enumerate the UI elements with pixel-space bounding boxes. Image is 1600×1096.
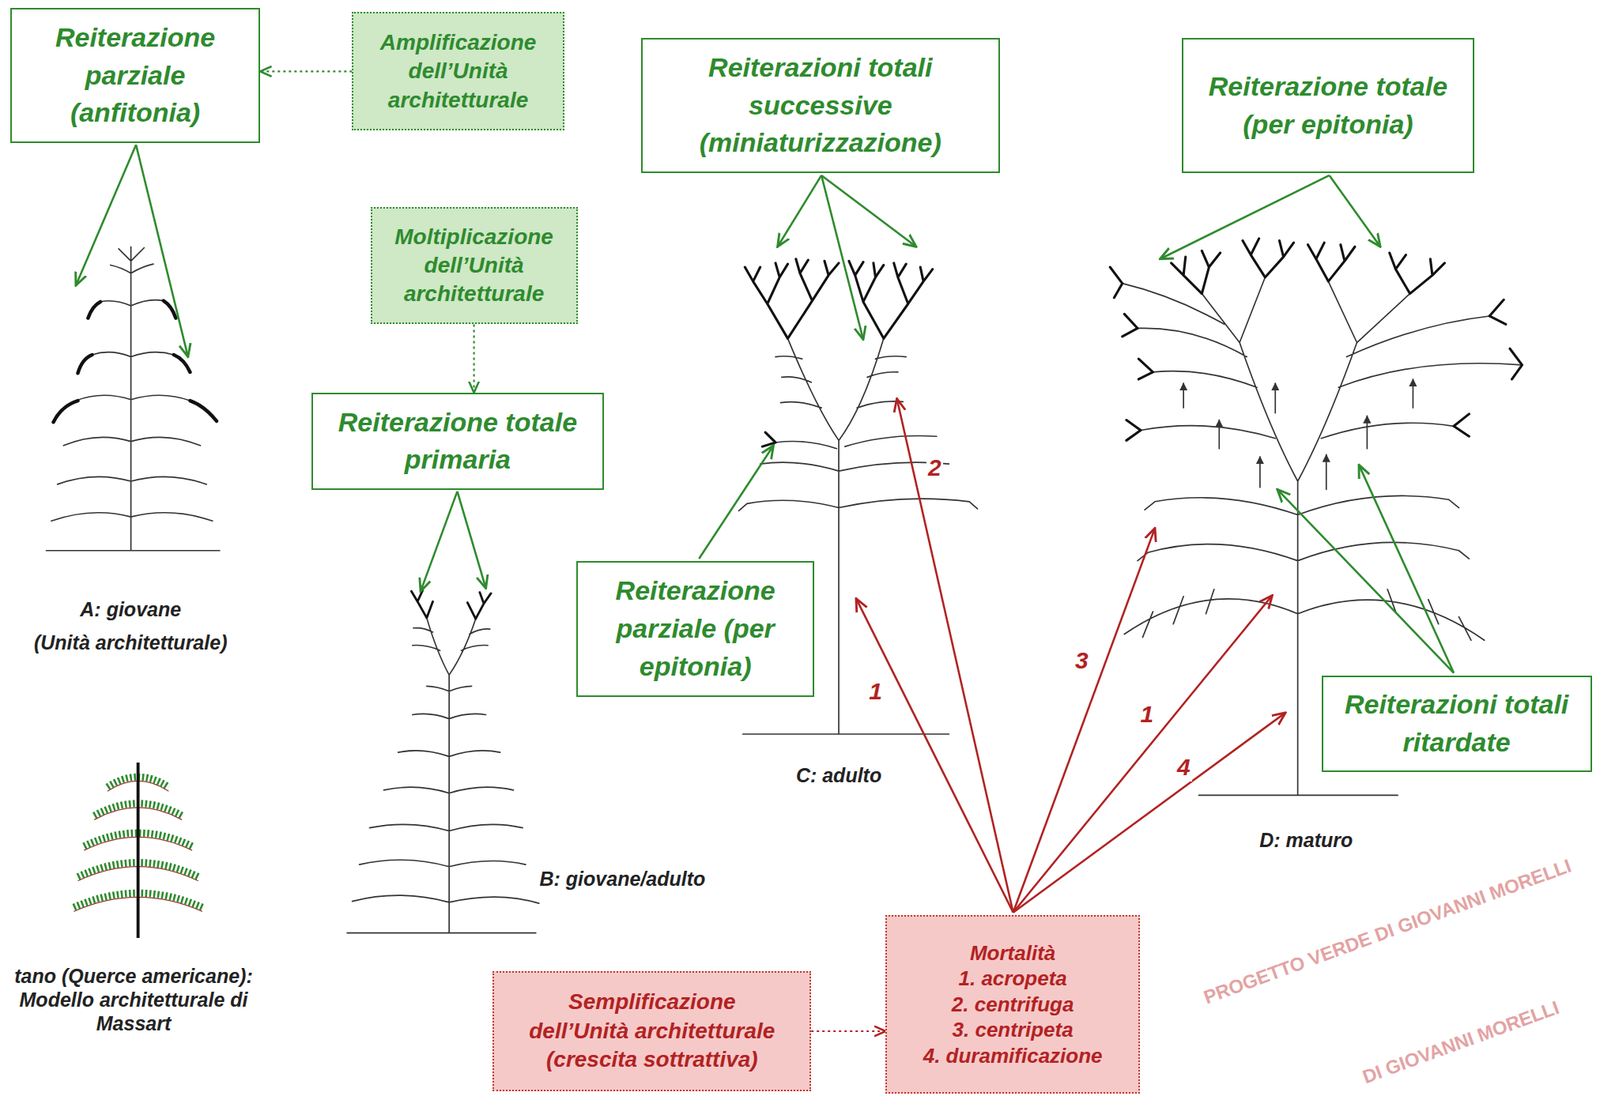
box-text: Reiterazioni totali ritardate: [1332, 686, 1582, 762]
callout-number: 3: [1073, 646, 1091, 676]
figure-caption: A: giovane: [79, 597, 182, 622]
reiteration-box: Reiterazione parziale (per epitonia): [576, 561, 815, 698]
pointer-arrow: [135, 144, 189, 357]
pointer-arrow: [698, 445, 774, 559]
pointer-arrow: [1277, 489, 1454, 673]
delayed-reiteration-arrow: [1325, 454, 1328, 490]
tree-d-crown: [1109, 238, 1522, 441]
box-text: Reiterazioni totali successive (miniatur…: [652, 49, 989, 163]
box-text: Reiterazione totale (per epitonia): [1192, 67, 1464, 144]
list-item: 4. duramificazione: [894, 1043, 1130, 1070]
mortality-arrow: [1013, 713, 1286, 914]
list-item: 2. centrifuga: [894, 992, 1130, 1019]
mortality-arrow: [856, 598, 1014, 913]
pointer-arrow: [420, 491, 457, 592]
delayed-reiteration-arrow: [1218, 420, 1220, 450]
watermark: DI GIOVANNI MORELLI: [1359, 996, 1563, 1090]
delayed-reiteration-arrow: [1274, 383, 1276, 413]
figure-caption: C: adulto: [796, 763, 882, 788]
dotted-connector: [811, 1030, 886, 1033]
pointer-arrow: [821, 175, 864, 340]
figure-caption: B: giovane/adulto: [539, 867, 706, 891]
reiteration-hooks: [53, 301, 217, 423]
process-box: Amplificazione dell’Unità architetturale: [351, 11, 564, 131]
callout-number: 1: [1139, 700, 1156, 729]
list-item: 1. acropeta: [894, 966, 1130, 993]
dotted-connector: [260, 70, 352, 72]
figure-caption: D: maturo: [1259, 828, 1353, 853]
process-box: Moltiplicazione dell’Unità architettural…: [370, 207, 578, 325]
watermark: PROGETTO VERDE DI GIOVANNI MORELLI: [1200, 855, 1575, 1010]
callout-number: 4: [1175, 753, 1193, 782]
massart-icon: [73, 762, 203, 939]
figure-caption: tano (Querce americane): Modello archite…: [3, 964, 265, 1036]
delayed-reiteration-arrow: [1366, 415, 1369, 449]
reiteration-box: Reiterazione totale (per epitonia): [1181, 37, 1475, 174]
reiteration-box: Reiterazioni totali ritardate: [1321, 675, 1593, 774]
pointer-arrow: [1329, 175, 1382, 247]
callout-number: 1: [867, 677, 884, 706]
pointer-arrow: [75, 144, 136, 286]
pointer-arrow: [456, 491, 486, 589]
box-text: Amplificazione dell’Unità architetturale: [361, 28, 555, 115]
box-text: Reiterazione totale primaria: [322, 403, 593, 480]
pointer-arrow: [777, 175, 822, 247]
figure-caption: (Unità architetturale): [33, 630, 227, 655]
process-box: Semplificazione dell’Unità architettural…: [492, 971, 812, 1092]
box-text: Reiterazione parziale (anfitonia): [21, 18, 250, 133]
box-text: Semplificazione dell’Unità architettural…: [524, 988, 780, 1075]
dotted-connector: [472, 324, 475, 393]
tree-b-crown: [411, 590, 491, 619]
pointer-arrow: [1159, 175, 1329, 260]
delayed-reiteration-arrow: [1412, 379, 1415, 408]
pointer-arrow: [821, 175, 917, 247]
reiteration-box: Reiterazione totale primaria: [311, 392, 604, 491]
tree-a: [46, 246, 220, 551]
list-item: 3. centripeta: [894, 1017, 1130, 1044]
box-text: Moltiplicazione dell’Unità architettural…: [380, 222, 569, 310]
pointer-arrow: [1358, 464, 1454, 673]
tree-b: [347, 618, 540, 934]
box-text: Mortalità: [894, 940, 1130, 967]
box-text: Reiterazione parziale (per epitonia): [587, 572, 804, 686]
trees: [46, 238, 1523, 934]
red-pointers: [856, 398, 1286, 913]
mortality-arrow: [1013, 595, 1273, 913]
reiteration-box: Reiterazioni totali successive (miniatur…: [641, 37, 1000, 174]
delayed-reiteration-arrow: [1182, 383, 1185, 408]
mortality-box: Mortalità1. acropeta2. centrifuga3. cent…: [885, 915, 1140, 1095]
massart-trunk: [136, 762, 140, 939]
mortality-arrow: [1013, 528, 1155, 913]
reiteration-box: Reiterazione parziale (anfitonia): [10, 7, 261, 143]
callout-number: 2: [926, 453, 944, 483]
delayed-reiteration-arrow: [1259, 456, 1261, 488]
tree-c-crown: [744, 259, 933, 447]
mortality-arrow: [897, 398, 1014, 913]
